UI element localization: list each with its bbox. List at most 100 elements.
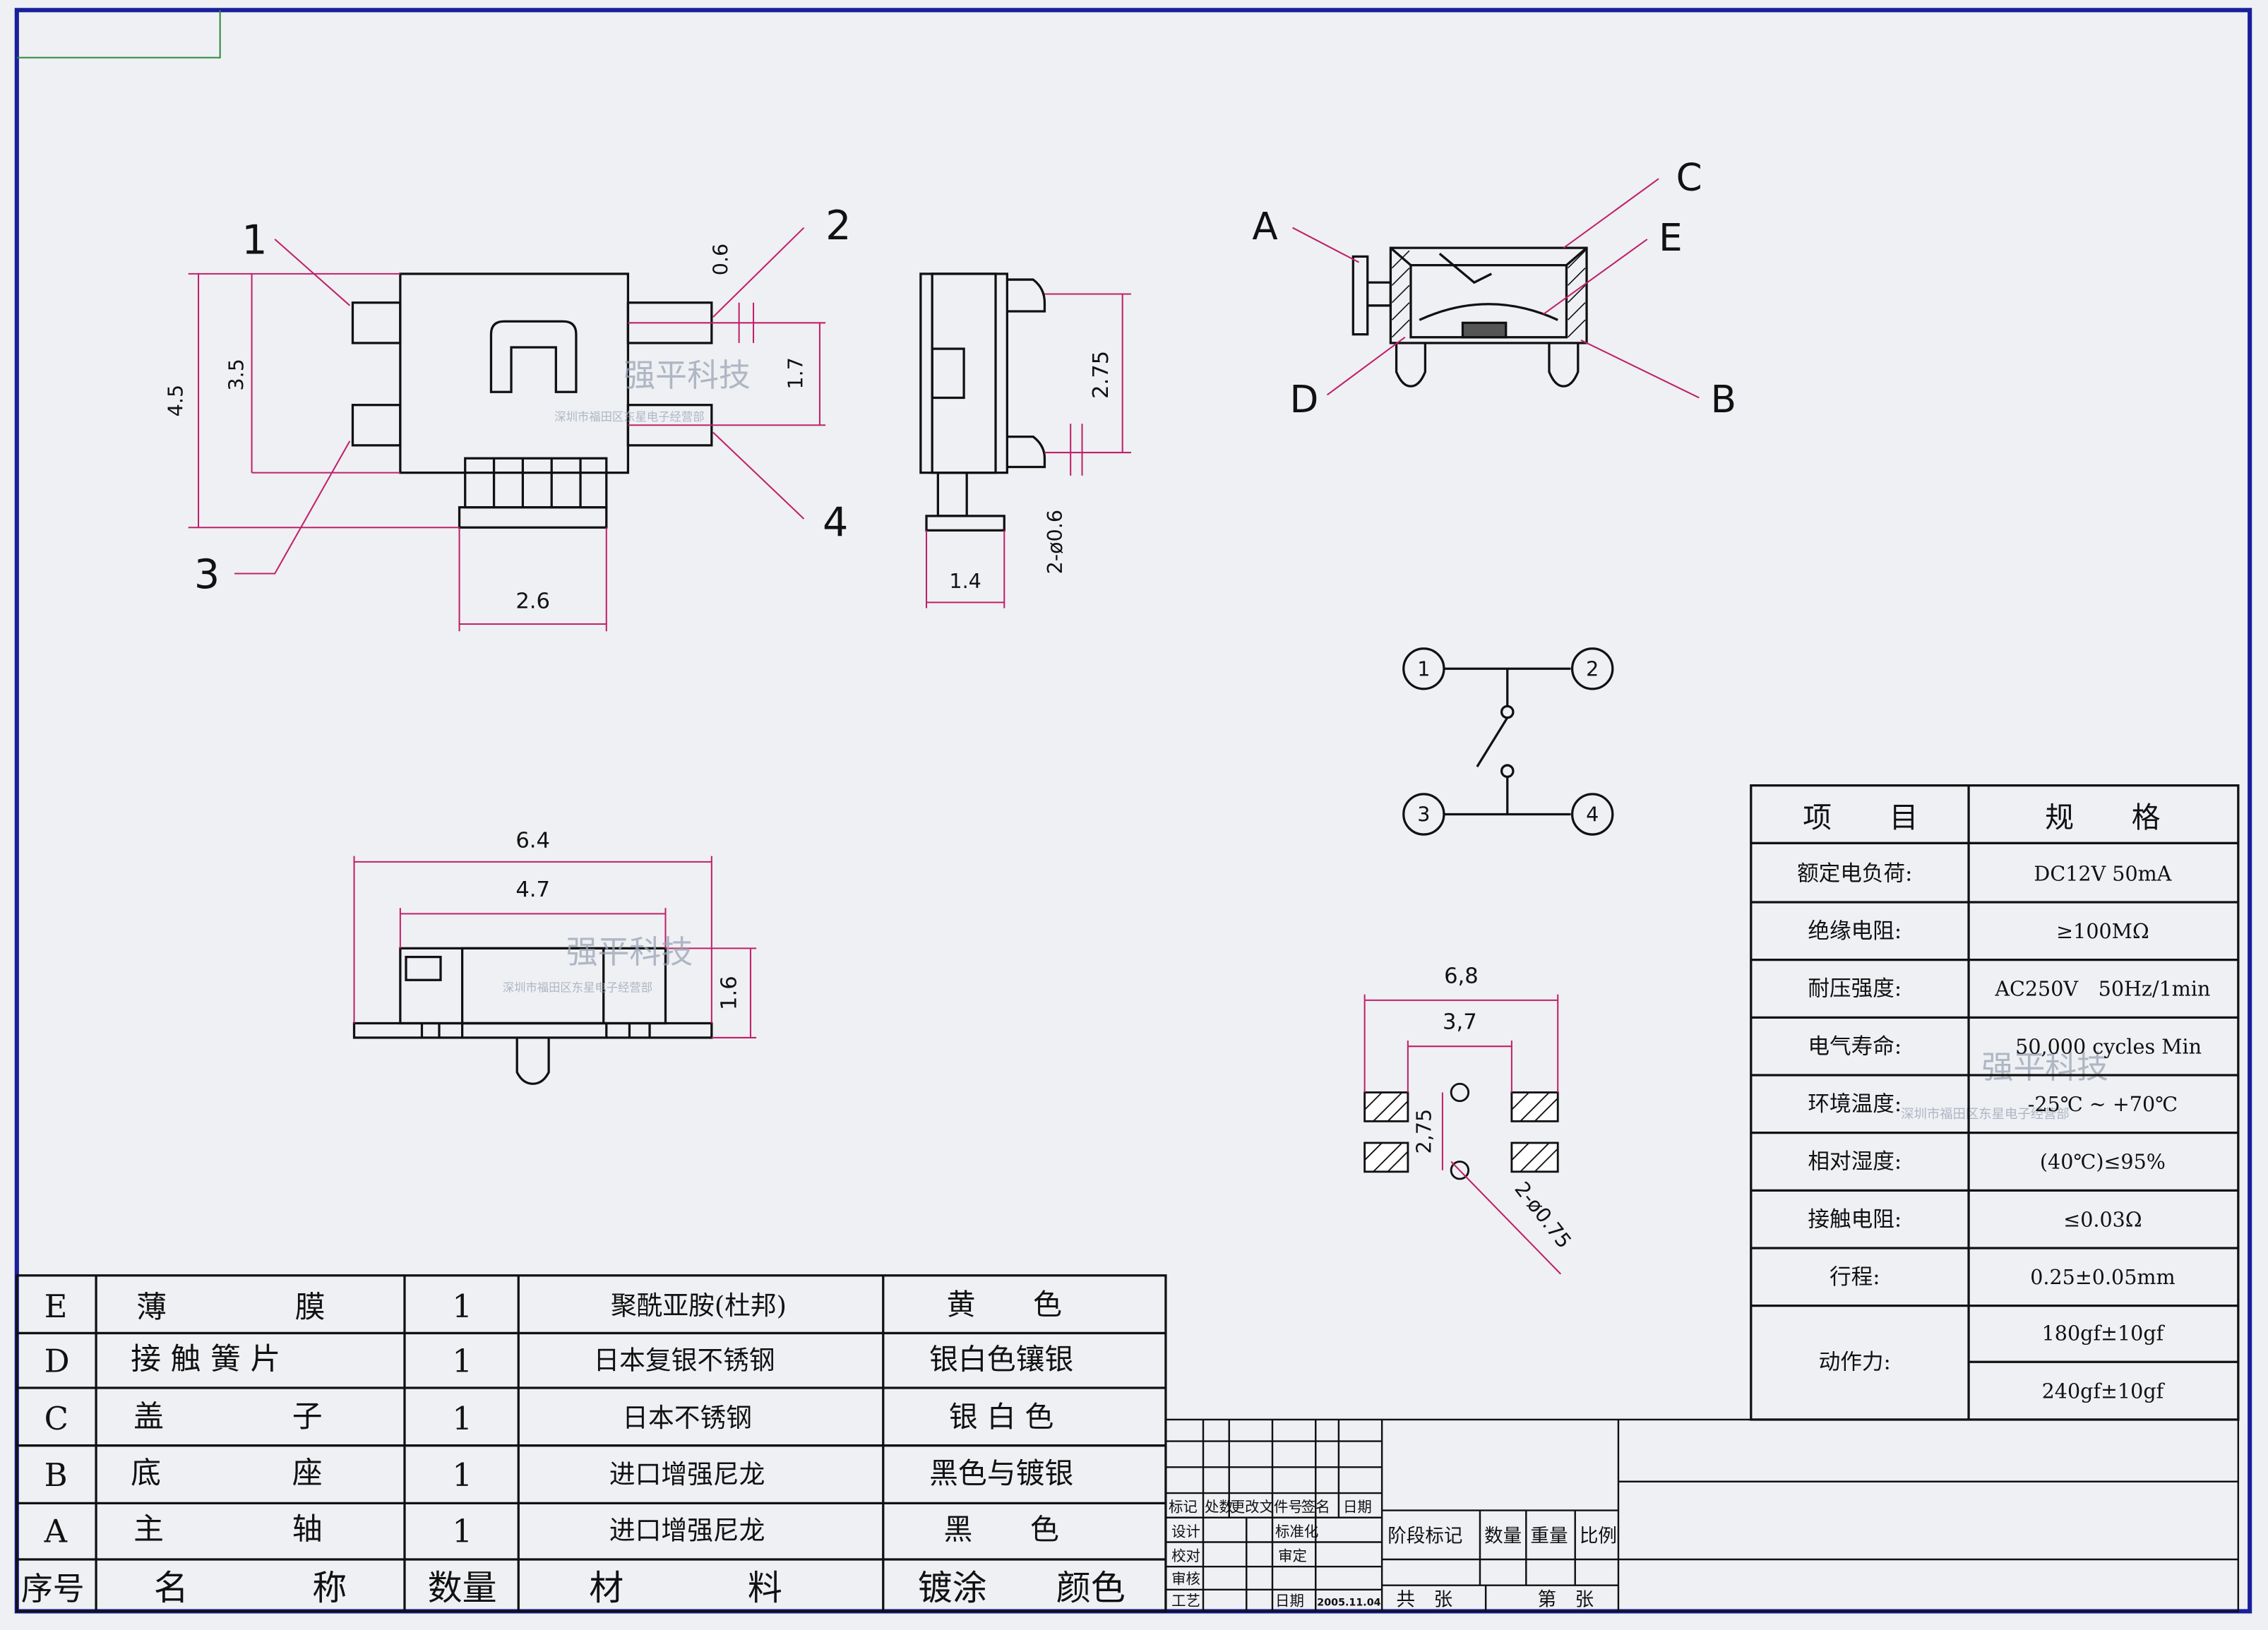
node-label-3: 3 [1417,803,1430,827]
rev-col-sign: 签名 [1301,1499,1330,1516]
dim-2-6: 2.6 [515,589,550,614]
spec-row-value: ≤0.03Ω [2063,1207,2142,1231]
section-hatching [1391,250,1586,338]
part-id: A [44,1512,68,1550]
title-block-text: 标记 处数 更改文件号 签名 日期 设计 校对 审核 工艺 标准化 审定 日期 … [1169,1499,1617,1611]
spec-row-item: 电气寿命: [1808,1034,1902,1059]
watermark-name-3: 强平科技 [1981,1048,2108,1086]
dim-2-75-footprint: 2,75 [1412,1109,1436,1154]
section-label-a: A [1252,205,1277,248]
dim-4-7: 4.7 [515,877,550,902]
spec-row-value: 0.25±0.05mm [2030,1265,2175,1289]
approval-date: 日期 [1275,1592,1304,1609]
part-finish: 黄 色 [947,1288,1062,1322]
part-name: 薄 [136,1290,167,1325]
drawing-date: 2005.11.04 [1317,1597,1380,1608]
part-finish: 黑色与镀银 [929,1456,1073,1490]
spec-row-value: 50,000 cycles Min [2015,1034,2202,1058]
spec-row-item: 耐压强度: [1808,977,1902,1002]
role-design: 设计 [1171,1523,1200,1540]
part-name-tail: 座 [292,1456,323,1491]
role-review: 审核 [1171,1571,1200,1588]
section-leaders [1292,178,1700,399]
part-name-tail: 轴 [292,1511,323,1547]
header-id: 序号 [21,1570,85,1607]
stage-scale: 比例 [1580,1525,1617,1547]
watermark-sub-2: 深圳市福田区东星电子经营部 [503,981,652,995]
rev-col-date: 日期 [1343,1499,1372,1516]
pin-label-1: 1 [241,217,267,263]
header-material: 材 [589,1568,623,1608]
part-material: 聚酰亚胺(杜邦) [611,1290,787,1321]
spec-row-value: AC250V 50Hz/1min [1994,977,2210,1001]
part-finish: 黑 色 [944,1512,1059,1546]
part-id: C [44,1400,68,1437]
spec-header-item: 项 目 [1803,801,1918,834]
node-label-4: 4 [1586,803,1599,827]
spec-row-value: (40℃)≤95% [2040,1150,2166,1174]
part-name: 接 触 簧 片 [131,1341,280,1377]
rev-col-mark: 标记 [1169,1499,1198,1516]
part-material: 日本复银不锈钢 [593,1345,775,1375]
part-qty: 1 [452,1343,472,1380]
dim-0-6: 0.6 [708,244,732,275]
spec-force-value-2: 240gf±10gf [2042,1379,2166,1403]
part-material: 进口增强尼龙 [609,1515,765,1545]
spec-row-item: 额定电负荷: [1797,861,1912,886]
dim-4-5: 4.5 [164,385,188,417]
section-view [1351,246,1588,388]
rev-col-doc: 更改文件号 [1231,1499,1303,1516]
side-view-dims [925,293,1131,609]
pin-label-3: 3 [194,551,220,598]
dim-2-phi-0-6: 2-ø0.6 [1043,510,1067,574]
section-labels: A B C D E [1252,155,1736,421]
section-label-c: C [1676,155,1702,199]
spec-table-text: 项 目 规 格 额定电负荷: DC12V 50mA 绝缘电阻: ≥100MΩ 耐… [1797,801,2210,1403]
part-finish: 银白色镶银 [929,1342,1073,1376]
dim-1-7: 1.7 [783,357,807,389]
parts-table-text: E 薄 膜 1 聚酰亚胺(杜邦) 黄 色 D 接 触 簧 片 1 日本复银不锈钢… [21,1288,1126,1608]
header-finish-tail: 颜色 [1056,1568,1126,1608]
watermark-sub: 深圳市福田区东星电子经营部 [554,410,704,424]
section-label-e: E [1659,216,1683,260]
part-qty: 1 [452,1456,472,1494]
spec-force-value-1: 180gf±10gf [2042,1322,2166,1346]
bottom-view-dims [353,856,757,1038]
dim-2-75: 2.75 [1089,351,1114,399]
part-finish: 银 白 色 [949,1400,1054,1434]
footprint-dims [1363,994,1562,1275]
part-qty: 1 [452,1512,472,1550]
part-name: 底 [131,1456,161,1491]
schematic-labels: 1 2 3 4 [1417,657,1599,826]
header-qty: 数量 [428,1568,497,1608]
watermark-name-2: 强平科技 [566,933,693,971]
part-name: 主 [133,1511,164,1547]
spec-table [1750,784,2240,1421]
spec-header-spec: 规 格 [2045,801,2160,834]
parts-table [16,1274,1167,1613]
spec-row-item: 相对湿度: [1808,1150,1902,1175]
approval-final: 审定 [1278,1547,1307,1564]
part-id: D [44,1343,70,1380]
part-qty: 1 [452,1288,472,1325]
dim-1-6: 1.6 [717,976,742,1010]
stage-qty: 数量 [1484,1525,1522,1547]
rev-col-count: 处数 [1205,1499,1234,1516]
spec-row-item: 接触电阻: [1808,1207,1902,1232]
part-material: 日本不锈钢 [622,1403,752,1433]
top-view-dims [188,227,826,632]
spec-row-value: ≥100MΩ [2056,919,2149,943]
stage-mark: 阶段标记 [1387,1525,1462,1547]
side-view-labels: 2.75 1.4 2-ø0.6 [949,351,1114,593]
bottom-view [352,947,713,1085]
spec-row-value: DC12V 50mA [2034,861,2171,885]
section-label-b: B [1711,378,1736,421]
approval-standard: 标准化 [1275,1523,1318,1540]
section-label-d: D [1289,378,1318,421]
part-id: E [44,1288,68,1325]
side-view [919,272,1046,532]
part-name-tail: 子 [292,1399,323,1434]
sheet-total: 共 张 [1397,1588,1453,1610]
pcb-footprint [1363,1082,1559,1180]
